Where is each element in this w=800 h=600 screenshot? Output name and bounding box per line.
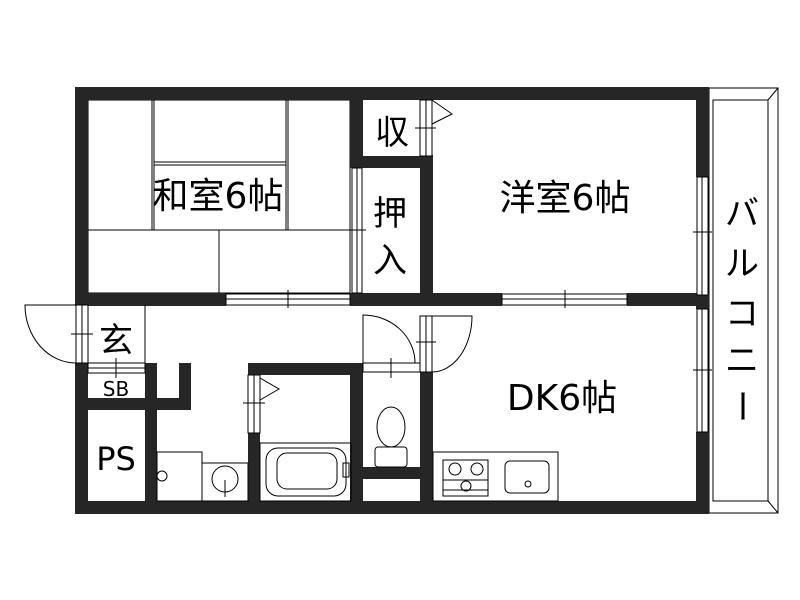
room-label-storage: 収	[375, 113, 409, 153]
washing-machine-space	[156, 451, 203, 502]
room-label-yoshitsu: 洋室6帖	[500, 178, 631, 219]
washbasin	[201, 462, 249, 502]
doors[interactable]	[24, 304, 473, 378]
balcony-char: ー	[721, 389, 761, 423]
room-label-dk: DK6帖	[507, 378, 617, 419]
room-label-balcony: バ ル コ ニ ー	[721, 194, 761, 423]
kitchen-counter	[432, 451, 559, 502]
room-label-oshiire-1: 押	[373, 194, 407, 234]
balcony-char: コ	[725, 294, 759, 334]
windows	[87, 99, 712, 434]
walls	[75, 87, 709, 514]
toilet	[374, 406, 408, 468]
room-label-oshiire-2: 入	[373, 241, 407, 281]
balcony-char: ニ	[725, 341, 759, 381]
balcony-char: ル	[725, 244, 759, 284]
room-label-shoe-box: SB	[103, 377, 129, 401]
room-label-washitsu: 和室6帖	[153, 176, 284, 217]
room-label-genkan: 玄	[99, 321, 133, 361]
balcony-char: バ	[725, 194, 759, 234]
bathtub	[259, 442, 352, 502]
room-label-pipe-space: PS	[96, 440, 136, 478]
